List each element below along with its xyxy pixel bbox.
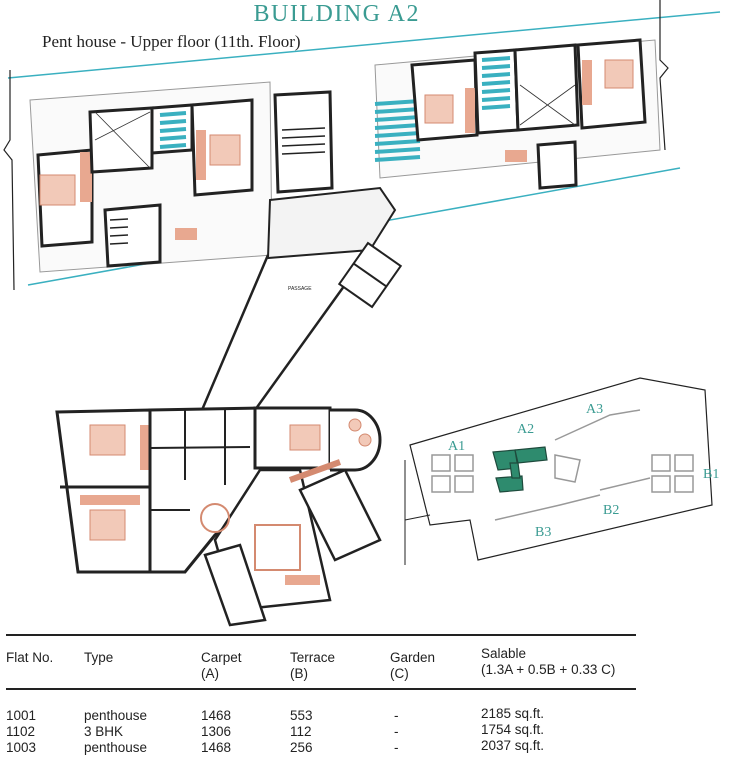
keyplan-label-b2: B2: [603, 503, 619, 518]
cell-carpet: 1468: [201, 708, 232, 723]
keyplan-label-b1: B1: [703, 467, 719, 482]
keyplan-label-a3: A3: [586, 402, 603, 417]
cell-flat: 1001: [6, 708, 37, 723]
cell-flat: 1102: [6, 724, 36, 739]
cell-carpet: 1468: [201, 740, 232, 755]
header-type: Type: [84, 650, 114, 665]
cell-type: penthouse: [84, 740, 148, 755]
header-carpet: Carpet(A): [201, 650, 242, 681]
cell-terrace: 553: [290, 708, 313, 723]
cell-salable: 2037 sq.ft.: [481, 738, 545, 753]
cell-garden: -: [394, 740, 399, 755]
cell-flat: 1003: [6, 740, 37, 755]
keyplan-label-b3: B3: [535, 525, 551, 540]
cell-salable: 1754 sq.ft.: [481, 722, 545, 737]
lower-floor-plan: [55, 406, 382, 627]
page-subtitle: Pent house - Upper floor (11th. Floor): [42, 32, 301, 51]
cell-terrace: 112: [290, 724, 312, 739]
cell-garden: -: [394, 724, 399, 739]
header-garden: Garden(C): [390, 650, 436, 681]
cell-type: penthouse: [84, 708, 148, 723]
cell-garden: -: [394, 708, 399, 723]
passage-label: PASSAGE: [288, 286, 312, 292]
upper-floor-plan: PASSAGE: [3, 0, 721, 411]
cell-type: 3 BHK: [84, 724, 124, 739]
table-top-rule: [6, 634, 636, 636]
cell-salable: 2185 sq.ft.: [481, 706, 545, 721]
header-flat-no: Flat No.: [6, 650, 54, 665]
header-salable: Salable(1.3A + 0.5B + 0.33 C): [481, 646, 616, 677]
cell-carpet: 1306: [201, 724, 232, 739]
header-terrace: Terrace(B): [290, 650, 336, 681]
table-header-rule: [6, 688, 636, 690]
cell-terrace: 256: [290, 740, 313, 755]
keyplan-label-a2: A2: [517, 422, 534, 437]
floor-plan-drawing: PASSAGE: [3, 0, 721, 627]
keyplan-label-a1: A1: [448, 439, 465, 454]
page-title: BUILDING A2: [253, 1, 420, 27]
key-plan: A1 A2 A3 B1 B2 B3: [404, 377, 719, 565]
